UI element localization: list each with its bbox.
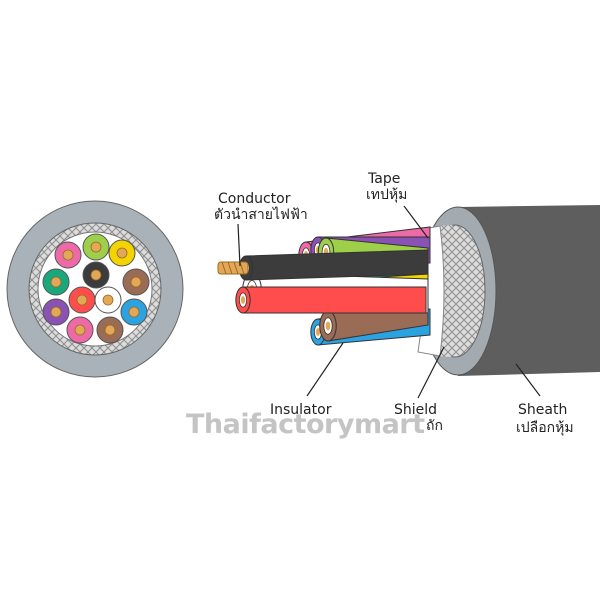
cross-section-core [108,239,136,267]
shield-label-en: Shield [394,402,437,418]
tape-leader [403,205,429,239]
watermark: Thaifactorymart [186,409,425,440]
cross-section-core [94,286,122,314]
cross-section-core [42,298,70,326]
conductor-label-th: ตัวนำสายไฟฟ้า [214,206,308,223]
cross-section-core [120,298,148,326]
insulator-label-en: Insulator [270,402,332,418]
shield-label-th: ถัก [426,418,443,434]
cable-side-view [217,205,600,376]
cross-section-core [42,268,70,296]
conductor-copper [217,261,249,275]
leader-lines [237,205,541,399]
cross-section-cores [42,233,150,344]
cross-section-core [82,261,110,289]
sheath-label-th: เปลือกหุ้ม [516,420,574,436]
insulator-leader [306,342,344,397]
cross-section-core [68,286,96,314]
cable-cross-section [6,200,184,378]
sheath-body [458,205,600,376]
side-core-red [235,286,427,314]
sheath-label-en: Sheath [518,402,567,418]
cross-section-core [66,316,94,344]
conductor-label-en: Conductor [218,191,291,207]
cross-section-core [82,233,110,261]
tape-label-en: Tape [367,171,400,187]
tape-label-th: เทปหุ้ม [366,187,407,203]
conductor-leader [237,223,241,267]
side-cores [235,226,431,346]
cross-section-core [96,316,124,344]
cross-section-core [54,241,82,269]
sheath-leader [515,363,541,397]
cross-section-core [122,268,150,296]
shield-leader [417,346,445,399]
